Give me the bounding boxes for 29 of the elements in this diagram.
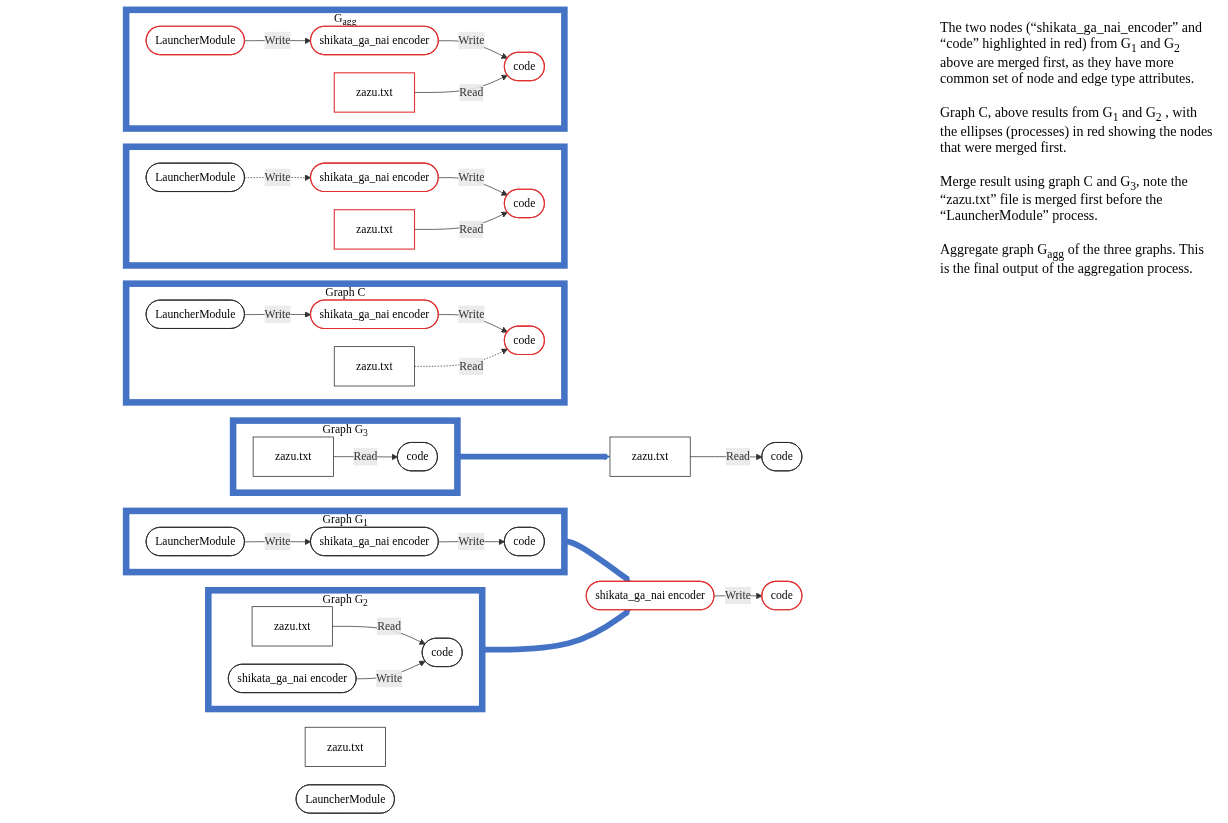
cluster — [122, 143, 568, 269]
node-box: zazu.txt — [333, 209, 416, 250]
node-box: zazu.txt — [251, 606, 333, 647]
edge-label: Write — [264, 307, 291, 321]
caption-text: The two nodes (“shikata_ga_nai_encoder” and “code” highlighted in red) from G$_{1}$ and G$_{2}$ above are merged first, as they have more common set of node and edge type attributes. — [940, 20, 1203, 87]
edge-label: Read — [459, 85, 484, 99]
edge-label: Read — [377, 619, 402, 633]
node-box: zazu.txt — [333, 72, 416, 113]
caption-text: Graph C, above results from G$_{1}$ and G$_{2}$ , with the ellipses (processes) in red showing the nodes that were merged first. — [940, 104, 1214, 156]
caption-text: Merge result using graph C and G$_{3}$, note the “zazu.txt” file is merged first before the “LauncherModule” process. — [940, 173, 1189, 225]
edge-label: Write — [458, 33, 485, 47]
edge-label: Read — [725, 450, 750, 463]
node-box: zazu.txt — [252, 436, 334, 477]
edge-label: Write — [458, 534, 485, 548]
node-box: zazu.txt — [333, 346, 415, 387]
edge-label: Write — [458, 307, 485, 321]
edge-label: Write — [264, 33, 291, 47]
arrow — [482, 609, 631, 653]
edge-label: Write — [458, 170, 485, 184]
edge-label: Write — [264, 170, 291, 184]
edge-label: Read — [353, 450, 378, 463]
edge-label: Write — [264, 534, 291, 548]
caption-text: Aggregate graph G$_{agg}$ of the three graphs. This is the final output of the aggregation process. — [940, 242, 1205, 278]
edge-label: Write — [376, 671, 403, 685]
edge-label: Write — [724, 589, 751, 602]
edge-label: Read — [459, 222, 484, 236]
node-box: zazu.txt — [609, 436, 691, 477]
edge-label: Read — [459, 359, 484, 373]
node-box: zazu.txt — [304, 726, 386, 767]
